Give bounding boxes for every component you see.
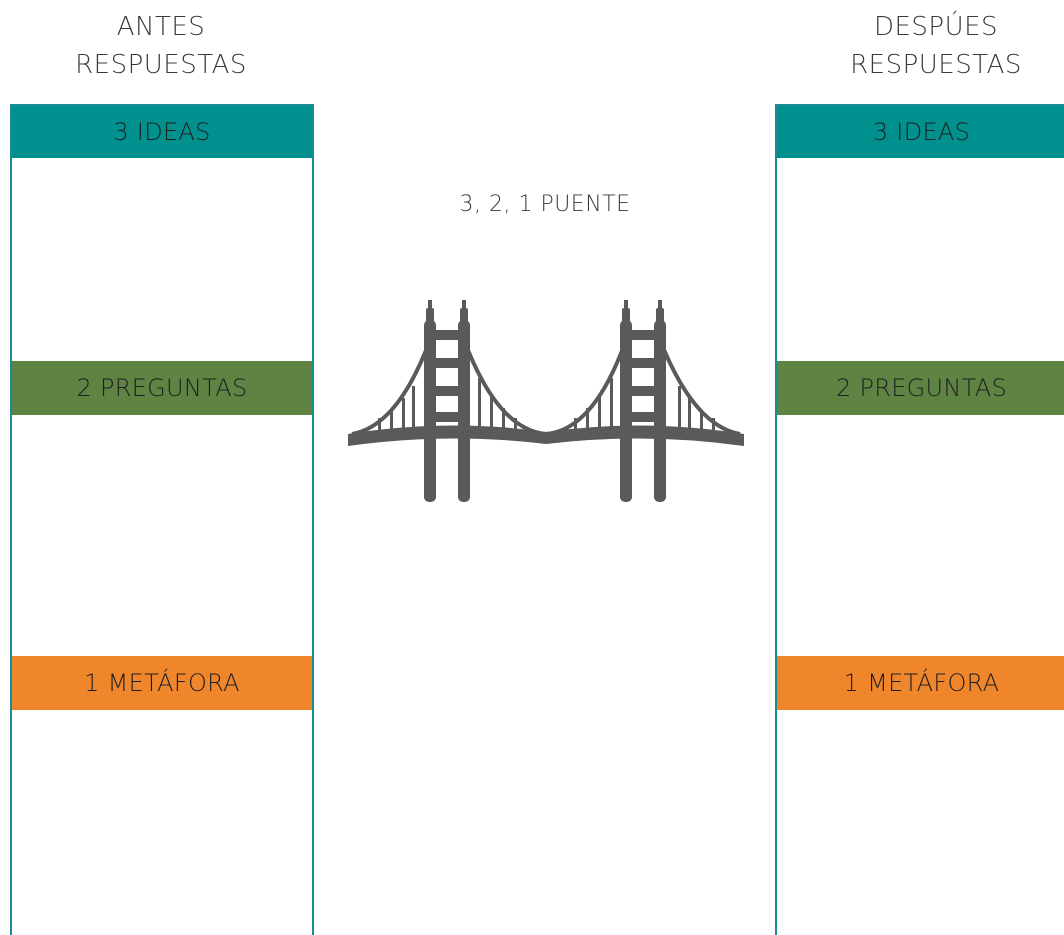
before-heading-line1: ANTES	[116, 12, 206, 42]
after-metaphor-label: 1 METÁFORA	[843, 669, 1000, 697]
after-metaphor-band: 1 METÁFORA	[777, 656, 1064, 710]
before-questions-band: 2 PREGUNTAS	[12, 361, 312, 415]
before-column: 3 IDEAS 2 PREGUNTAS 1 METÁFORA	[10, 104, 314, 935]
after-heading: DESPÚES RESPUESTAS	[786, 8, 1064, 84]
before-metaphor-band: 1 METÁFORA	[12, 656, 312, 710]
before-metaphor-label: 1 METÁFORA	[84, 669, 240, 697]
bridge-title: 3, 2, 1 PUENTE	[459, 192, 631, 217]
before-heading-line2: RESPUESTAS	[75, 50, 247, 80]
after-heading-line2: RESPUESTAS	[850, 50, 1022, 80]
before-heading: ANTES RESPUESTAS	[11, 8, 311, 84]
bridge-icon	[348, 300, 744, 502]
after-ideas-label: 3 IDEAS	[872, 118, 971, 146]
before-ideas-label: 3 IDEAS	[113, 118, 211, 146]
before-questions-label: 2 PREGUNTAS	[76, 374, 248, 402]
after-questions-band: 2 PREGUNTAS	[777, 361, 1064, 415]
before-ideas-band: 3 IDEAS	[12, 106, 312, 158]
after-ideas-band: 3 IDEAS	[777, 106, 1064, 158]
after-heading-line1: DESPÚES	[873, 12, 999, 42]
after-questions-label: 2 PREGUNTAS	[835, 374, 1008, 402]
after-column: 3 IDEAS 2 PREGUNTAS 1 METÁFORA	[775, 104, 1064, 935]
